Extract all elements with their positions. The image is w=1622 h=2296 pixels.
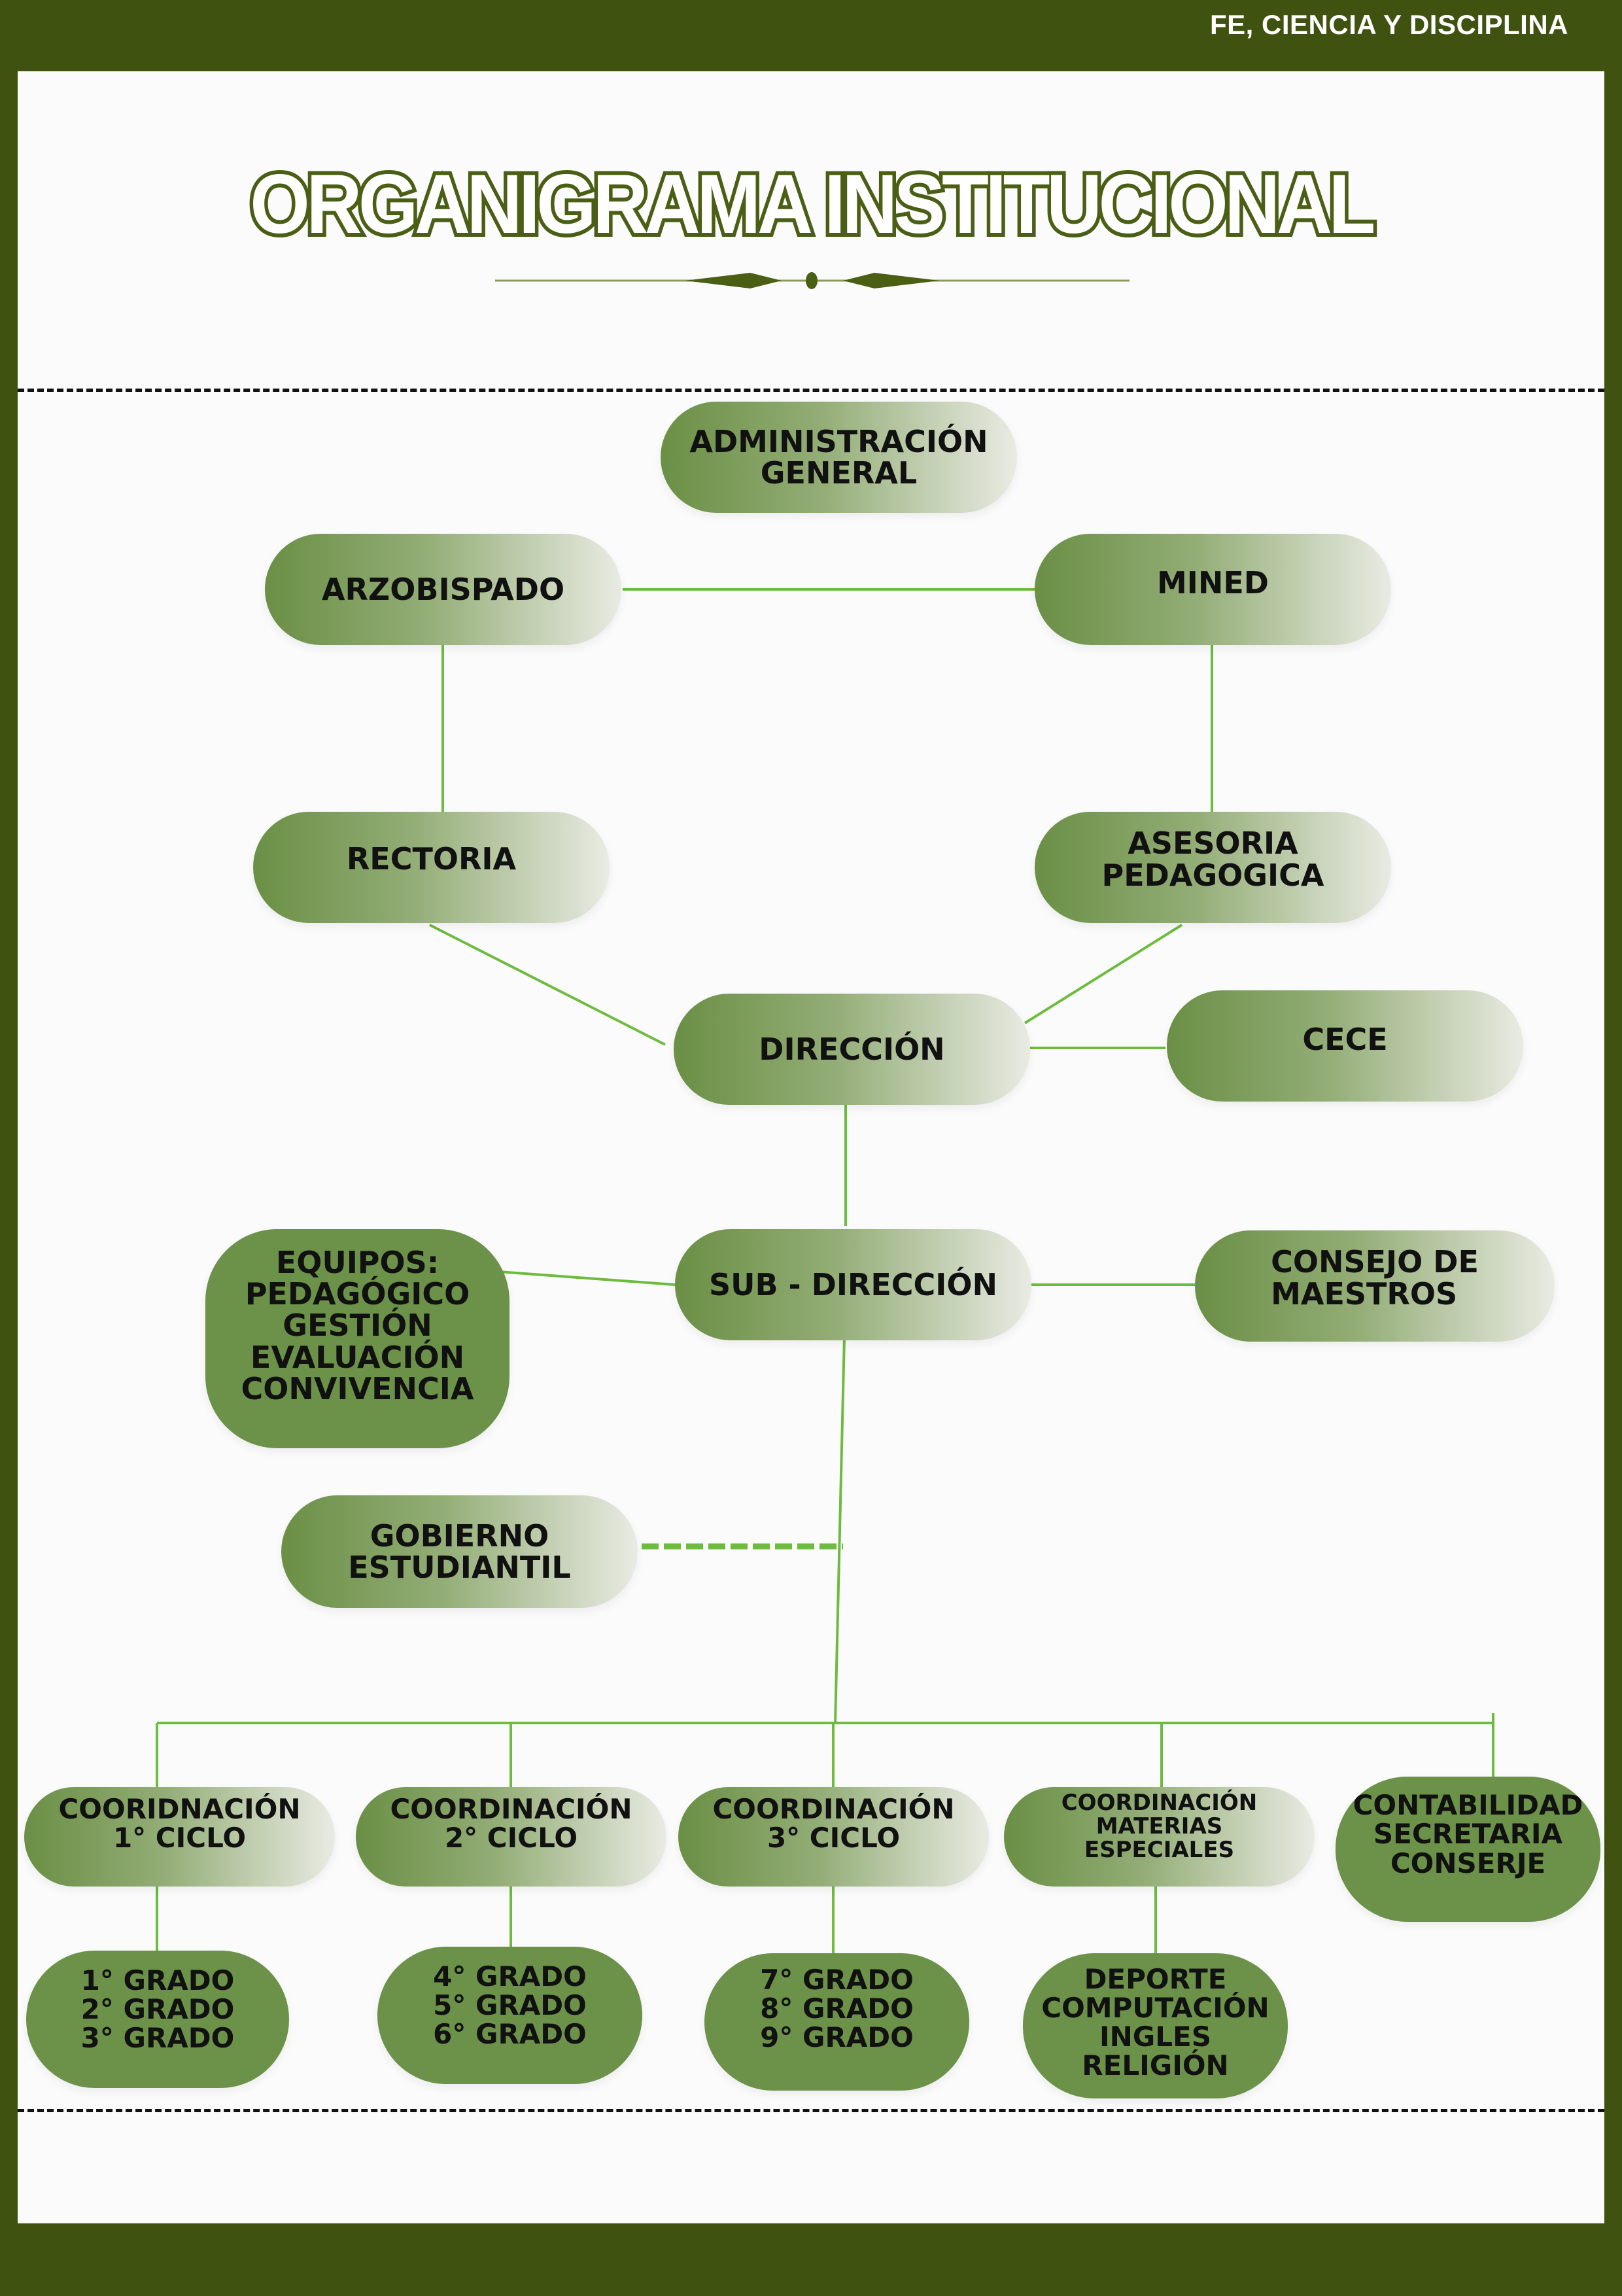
- node-label: COORDINACIÓN 3° CICLO: [712, 1792, 955, 1854]
- title-ornament-divider: [495, 272, 1130, 289]
- node-arzobispado: ARZOBISPADO: [265, 534, 621, 645]
- node-label: MINED: [1157, 565, 1269, 600]
- link-asesoria-direccion: [1024, 924, 1183, 1024]
- node-administracion-general: ADMINISTRACIÓN GENERAL: [661, 402, 1017, 513]
- bottom-dashed-separator: [18, 2109, 1604, 2112]
- node-subdireccion: SUB - DIRECCIÓN: [675, 1229, 1031, 1340]
- node-consejo-maestros: CONSEJO DE MAESTROS: [1195, 1230, 1555, 1342]
- node-rectoria: RECTORIA: [253, 812, 610, 923]
- chart-page: ORGANIGRAMA INSTITUCIONAL: [18, 71, 1604, 2223]
- node-label: ASESORIA PEDAGOGICA: [1101, 826, 1324, 893]
- node-label: 4° GRADO 5° GRADO 6° GRADO: [433, 1960, 587, 2051]
- node-direccion: DIRECCIÓN: [674, 994, 1030, 1105]
- node-coordinacion-3-ciclo: COORDINACIÓN 3° CICLO: [678, 1787, 989, 1887]
- node-label: ARZOBISPADO: [321, 571, 565, 607]
- node-label: SUB - DIRECCIÓN: [708, 1266, 998, 1302]
- node-label: 7° GRADO 8° GRADO 9° GRADO: [760, 1963, 914, 2054]
- node-materias-especiales-detalle: DEPORTE COMPUTACIÓN INGLES RELIGIÓN: [1023, 1953, 1288, 2098]
- connector-lines: [156, 588, 1494, 1955]
- link-rectoria-direccion: [429, 924, 666, 1046]
- node-label: GOBIERNO ESTUDIANTIL: [348, 1518, 571, 1585]
- node-label: CONTABILIDAD SECRETARIA CONSERJE: [1353, 1789, 1583, 1879]
- node-label: CONSEJO DE MAESTROS: [1271, 1244, 1479, 1312]
- node-label: EQUIPOS: PEDAGÓGICO GESTIÓN EVALUACIÓN C…: [241, 1244, 474, 1406]
- top-dashed-separator: [18, 389, 1604, 392]
- node-gobierno-estudiantil: GOBIERNO ESTUDIANTIL: [281, 1495, 638, 1608]
- node-grados-4-6: 4° GRADO 5° GRADO 6° GRADO: [377, 1947, 642, 2084]
- page-title: ORGANIGRAMA INSTITUCIONAL: [247, 154, 1379, 255]
- node-coordinacion-1-ciclo: COORIDNACIÓN 1° CICLO: [24, 1787, 335, 1887]
- node-label: ADMINISTRACIÓN GENERAL: [689, 423, 988, 491]
- motto-text: FE, CIENCIA Y DISCIPLINA: [1210, 9, 1568, 40]
- link-equipos-subdireccion: [498, 1270, 676, 1286]
- node-label: COORDINACIÓN 2° CICLO: [390, 1792, 632, 1854]
- node-label: COORDINACIÓN MATERIAS ESPECIALES: [1061, 1790, 1258, 1863]
- node-grados-7-9: 7° GRADO 8° GRADO 9° GRADO: [704, 1953, 969, 2091]
- node-label: 1° GRADO 2° GRADO 3° GRADO: [80, 1964, 235, 2055]
- node-label: COORIDNACIÓN 1° CICLO: [58, 1792, 301, 1854]
- node-mined: MINED: [1035, 534, 1391, 645]
- node-asesoria-pedagogica: ASESORIA PEDAGOGICA: [1035, 812, 1391, 923]
- node-coordinacion-2-ciclo: COORDINACIÓN 2° CICLO: [356, 1787, 666, 1887]
- node-label: CECE: [1302, 1021, 1388, 1057]
- link-subdireccion-trunk: [834, 1336, 846, 1724]
- node-contabilidad-secretaria-conserje: CONTABILIDAD SECRETARIA CONSERJE: [1336, 1777, 1600, 1922]
- node-equipos: EQUIPOS: PEDAGÓGICO GESTIÓN EVALUACIÓN C…: [205, 1229, 509, 1448]
- node-coordinacion-materias-especiales: COORDINACIÓN MATERIAS ESPECIALES: [1004, 1787, 1315, 1887]
- node-cece: CECE: [1167, 990, 1523, 1102]
- node-label: DIRECCIÓN: [759, 1031, 945, 1067]
- node-label: RECTORIA: [346, 841, 517, 877]
- node-label: DEPORTE COMPUTACIÓN INGLES RELIGIÓN: [1041, 1962, 1269, 2082]
- node-grados-1-3: 1° GRADO 2° GRADO 3° GRADO: [26, 1951, 289, 2088]
